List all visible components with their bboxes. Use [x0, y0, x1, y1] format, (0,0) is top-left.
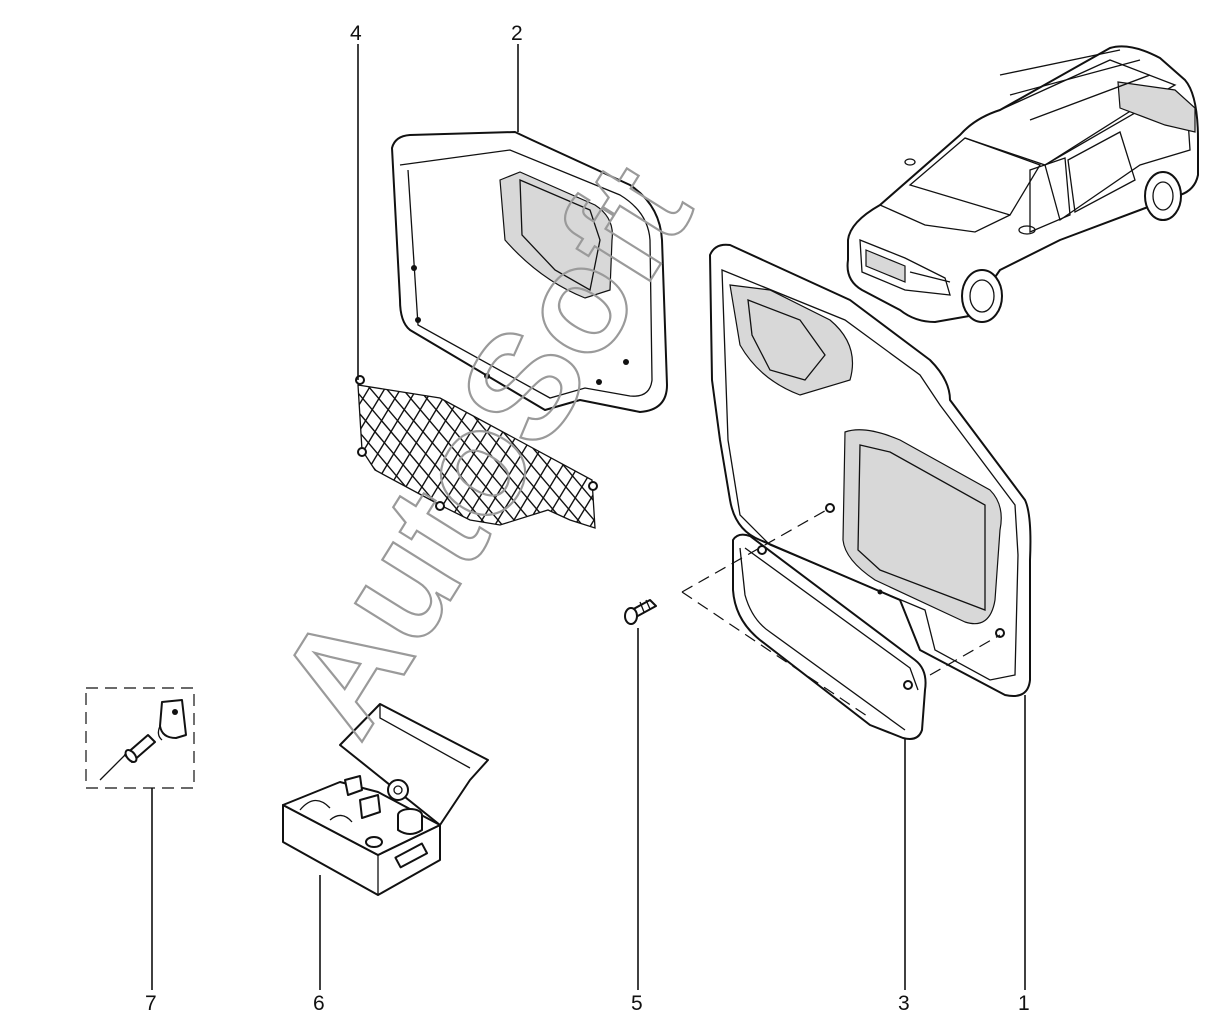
part-2-upper-trim-panel — [391, 131, 668, 413]
car-illustration — [846, 45, 1199, 323]
callout-1: 1 — [1018, 992, 1030, 1015]
callout-7: 7 — [145, 992, 157, 1015]
part-6-clip-kit-box — [282, 703, 489, 896]
callout-6: 6 — [313, 992, 325, 1015]
callouts: 4 2 1 3 5 6 7 — [145, 22, 1030, 1015]
callout-2: 2 — [511, 22, 523, 45]
callout-5: 5 — [631, 992, 643, 1015]
part-1-lower-trim-panel — [709, 243, 1032, 697]
part-7-clip-pin-kit — [85, 687, 195, 789]
part-3-storage-pocket — [732, 533, 927, 740]
assembly-dash-lines — [681, 507, 1001, 719]
callout-3: 3 — [898, 992, 910, 1015]
part-5-screw — [624, 599, 657, 625]
callout-4: 4 — [350, 22, 362, 45]
